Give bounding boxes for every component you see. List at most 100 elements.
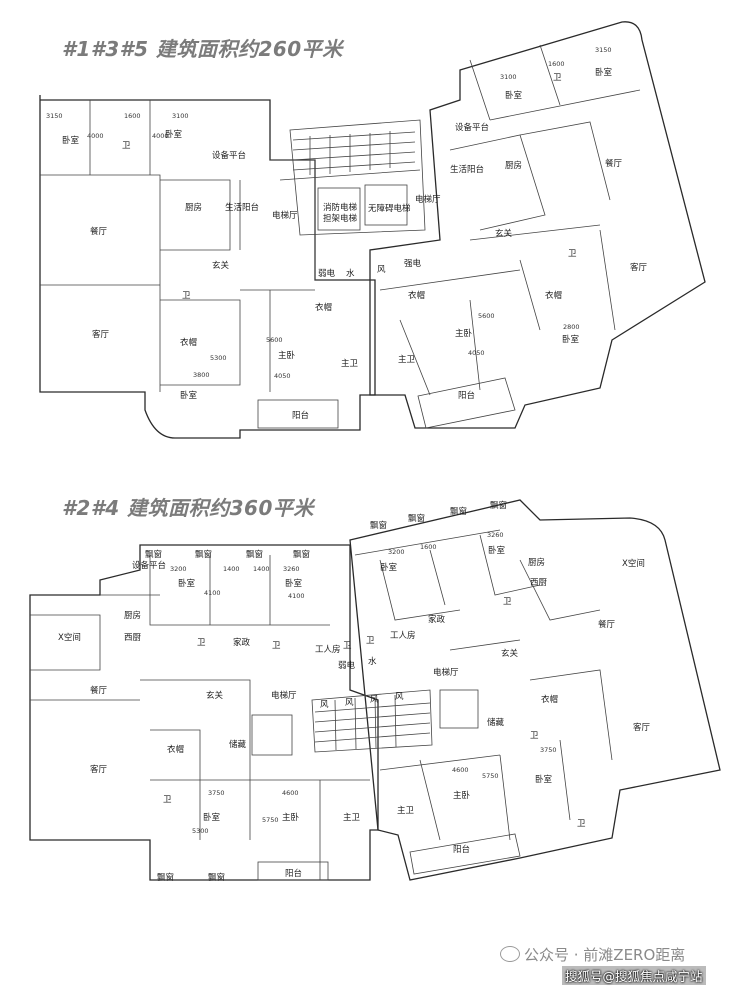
plan1-dim-1600b: 1600 <box>548 60 565 68</box>
plan2-room-baywin-9: 飘窗 <box>450 506 467 517</box>
plan1-room-wind: 风 <box>377 265 386 275</box>
plan2-balcony-right <box>409 833 521 875</box>
plan1-dim-5600b: 5600 <box>478 312 495 320</box>
plan1-room-equip-1: 设备平台 <box>212 150 246 161</box>
plan2-room-balcony-1: 阳台 <box>285 868 302 879</box>
plan1-core <box>270 119 426 280</box>
plan2-room-xspace-2: X空间 <box>622 558 645 569</box>
plan1-right-outline <box>369 21 706 429</box>
plan1-room-master-bath-2: 主卫 <box>398 354 416 365</box>
plan2-room-weak-elec: 弱电 <box>338 660 356 671</box>
plan2-right-outline <box>349 499 721 881</box>
plan2-room-baywin-3: 飘窗 <box>246 549 263 560</box>
plan1-room-foyer-2: 玄关 <box>495 228 513 239</box>
plan2-dim-3200b: 3200 <box>388 548 405 556</box>
plan2-room-housekeeping-1: 家政 <box>233 637 251 648</box>
plan2-room-dining-1: 餐厅 <box>90 686 108 696</box>
plan2-room-living-1: 客厅 <box>90 764 108 775</box>
plan2-room-wei-4: 卫 <box>343 641 352 651</box>
plan1-balcony-right <box>417 377 516 429</box>
plan2-room-baywin-8: 飘窗 <box>408 513 425 524</box>
plan1-room-master-2: 主卧 <box>455 328 473 339</box>
plan1-dim-3800: 3800 <box>193 371 210 379</box>
plan1-dim-5300: 5300 <box>210 354 227 362</box>
plan1-dim-4000b: 4000 <box>152 132 169 140</box>
plan2-room-lift-lobby-1: 电梯厅 <box>271 690 297 701</box>
plan1-room-lift-lobby: 电梯厅 <box>272 210 298 221</box>
plan1-balcony-left <box>257 399 339 429</box>
plan2-room-cloak-2: 衣帽 <box>541 694 558 705</box>
plan1-room-cloak-1: 衣帽 <box>180 337 197 348</box>
plan2-room-servant-1: 工人房 <box>315 644 341 655</box>
plan2-dim-3750b: 3750 <box>540 746 557 754</box>
plan2-dim-5750b: 5750 <box>482 772 499 780</box>
plan1-partitions-left <box>40 100 315 392</box>
plan1-drawing: 卧室 卫 卧室 设备平台 厨房 生活阳台 餐厅 玄关 电梯厅 卫 客厅 衣帽 主… <box>39 21 706 439</box>
plan2-room-foyer-1: 玄关 <box>206 690 224 701</box>
plan2-dim-3750a: 3750 <box>208 789 225 797</box>
plan2-elevator-right <box>439 689 479 729</box>
plan2-dim-3260: 3260 <box>283 565 300 573</box>
plan2-room-wei-7: 卫 <box>530 731 539 741</box>
plan2-room-wei-3: 卫 <box>163 795 172 805</box>
plan1-room-dining-2: 餐厅 <box>605 159 623 169</box>
plan2-dim-5300: 5300 <box>192 827 209 835</box>
plan2-dim-3200: 3200 <box>170 565 187 573</box>
plan1-room-woshi-1: 卧室 <box>62 135 80 146</box>
plan1-room-balcony-1: 阳台 <box>292 410 309 421</box>
plan2-room-foyer-2: 玄关 <box>501 648 519 659</box>
plan1-room-wei-4: 卫 <box>568 249 577 259</box>
plan1-dim-2800: 2800 <box>563 323 580 331</box>
plan2-dim-4600b: 4600 <box>452 766 469 774</box>
plan2-room-baywin-2: 飘窗 <box>195 549 212 560</box>
plan1-dim-3100b: 3100 <box>500 73 517 81</box>
plan1-dim-3150: 3150 <box>46 112 63 120</box>
plan2-room-storage-1: 储藏 <box>229 739 247 750</box>
plan2-room-baywin-4: 飘窗 <box>293 549 310 560</box>
plan1-room-living-2: 客厅 <box>630 262 648 273</box>
plan1-room-wei-2: 卫 <box>182 291 191 301</box>
plan2-room-master-bath-2: 主卫 <box>397 805 415 816</box>
plan1-partitions-right <box>379 44 641 396</box>
wechat-watermark: 公众号 · 前滩ZERO距离 <box>500 944 685 965</box>
plan1-room-water: 水 <box>346 268 355 279</box>
plan1-room-kitchen-2: 厨房 <box>505 160 522 171</box>
plan1-room-wei-3: 卫 <box>553 73 562 83</box>
plan2-room-wei-6: 卫 <box>503 597 512 607</box>
plan2-room-cloak-1: 衣帽 <box>167 744 184 755</box>
plan2-dim-4600a: 4600 <box>282 789 299 797</box>
plan2-room-woshi-3: 卧室 <box>203 812 221 823</box>
plan1-room-lift-lobby-2: 电梯厅 <box>415 194 441 205</box>
plan2-left-outline <box>29 544 379 881</box>
plan1-room-cloak-2: 衣帽 <box>315 302 332 313</box>
plan2-room-wind-1: 风 <box>320 700 329 710</box>
plan1-room-cloak-4: 衣帽 <box>545 290 562 301</box>
plan2-xspace-left <box>30 614 101 671</box>
plan2-room-equip-1: 设备平台 <box>132 560 166 571</box>
plan1-room-wei-1: 卫 <box>122 141 131 151</box>
plan2-room-woshi-5: 卧室 <box>488 545 506 556</box>
plan1-room-cloak-3: 衣帽 <box>408 290 425 301</box>
plan2-room-baywin-5: 飘窗 <box>157 872 174 883</box>
plan2-room-storage-2: 储藏 <box>487 717 505 728</box>
plan2-dim-4100b: 4100 <box>288 592 305 600</box>
plan2-stair <box>311 689 433 753</box>
plan1-dim-4050a: 4050 <box>274 372 291 380</box>
plan2-title: #2#4 建筑面积约360平米 <box>62 496 314 520</box>
plan1-room-woshi-5: 卧室 <box>595 67 613 78</box>
plan2-room-wei-5: 卫 <box>366 636 375 646</box>
sohu-watermark: 搜狐号@搜狐焦点咸宁站 <box>562 966 706 985</box>
plan1-room-fire-lift: 消防电梯 <box>323 202 358 213</box>
plan1-room-woshi-6: 卧室 <box>562 334 580 345</box>
plan2-room-woshi-4: 卧室 <box>380 562 398 573</box>
plan2-room-westkitchen-2: 西厨 <box>530 578 548 588</box>
plan2-room-xspace-1: X空间 <box>58 632 81 643</box>
plan1-dim-4000a: 4000 <box>87 132 104 140</box>
plan2-room-baywin-6: 飘窗 <box>208 872 225 883</box>
plan1-dim-3150b: 3150 <box>595 46 612 54</box>
plan2-partitions-right <box>354 529 613 841</box>
plan2-partitions-left <box>30 555 370 880</box>
plan2-room-servant-2: 工人房 <box>390 630 416 641</box>
plan1-room-master-1: 主卧 <box>278 350 296 361</box>
plan1-stair <box>292 131 416 175</box>
